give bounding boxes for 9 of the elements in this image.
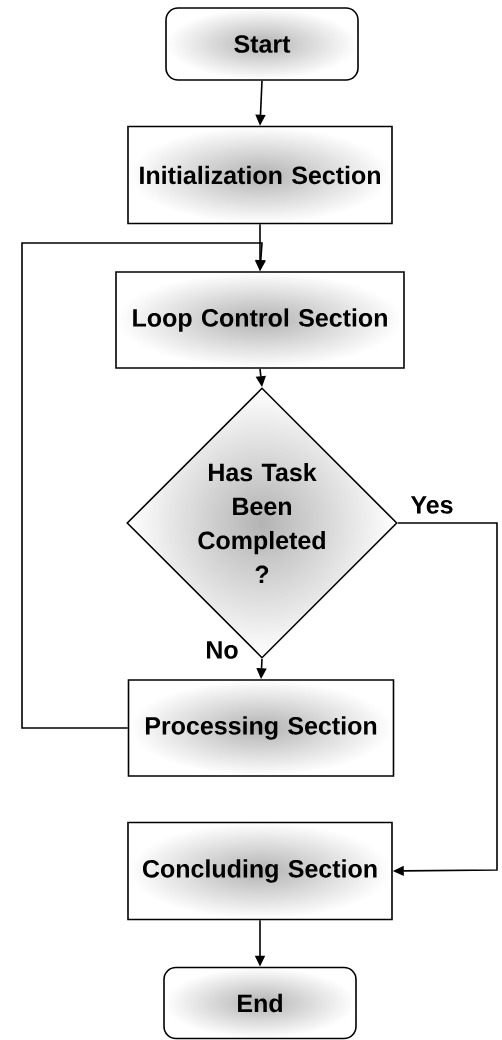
edge-label: Yes [409, 495, 455, 515]
process-box: Concluding Section [127, 821, 393, 921]
arrow [21, 242, 266, 729]
terminal-box: End [163, 966, 357, 1040]
process-box: Loop Control Section [115, 271, 405, 369]
process-box: Initialization Section [127, 125, 393, 225]
edge-label: No [204, 640, 240, 660]
process-box: Processing Section [127, 679, 395, 777]
terminal-box: Start [165, 7, 359, 81]
